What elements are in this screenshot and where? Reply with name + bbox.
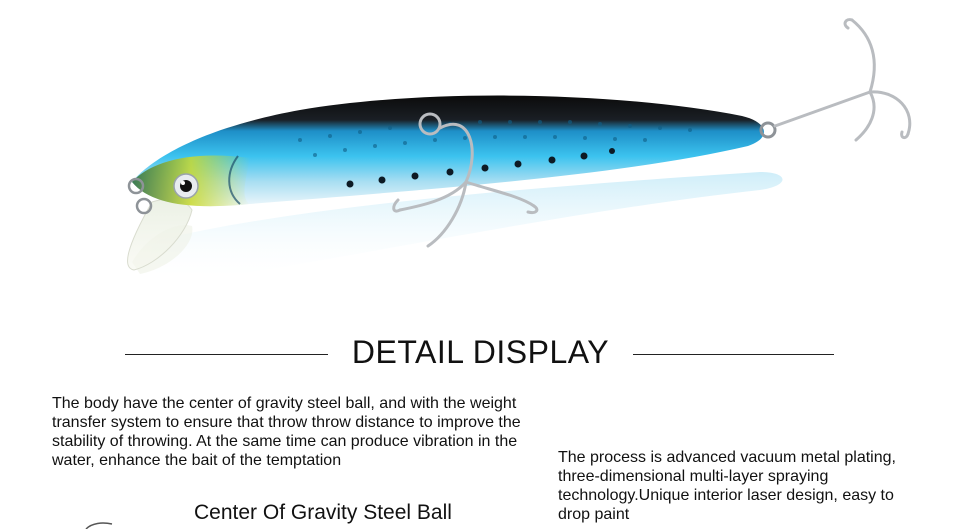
cropped-image-edge (85, 522, 113, 529)
left-description: The body have the center of gravity stee… (52, 395, 521, 469)
heading-rule-right (633, 354, 834, 355)
section-heading: DETAIL DISPLAY (0, 330, 958, 376)
heading-rule-left (125, 354, 328, 355)
right-description: The process is advanced vacuum metal pla… (558, 449, 896, 523)
heading-title: DETAIL DISPLAY (351, 334, 610, 370)
left-caption: Center Of Gravity Steel Ball (194, 501, 452, 524)
fishing-lure-image (127, 18, 912, 283)
